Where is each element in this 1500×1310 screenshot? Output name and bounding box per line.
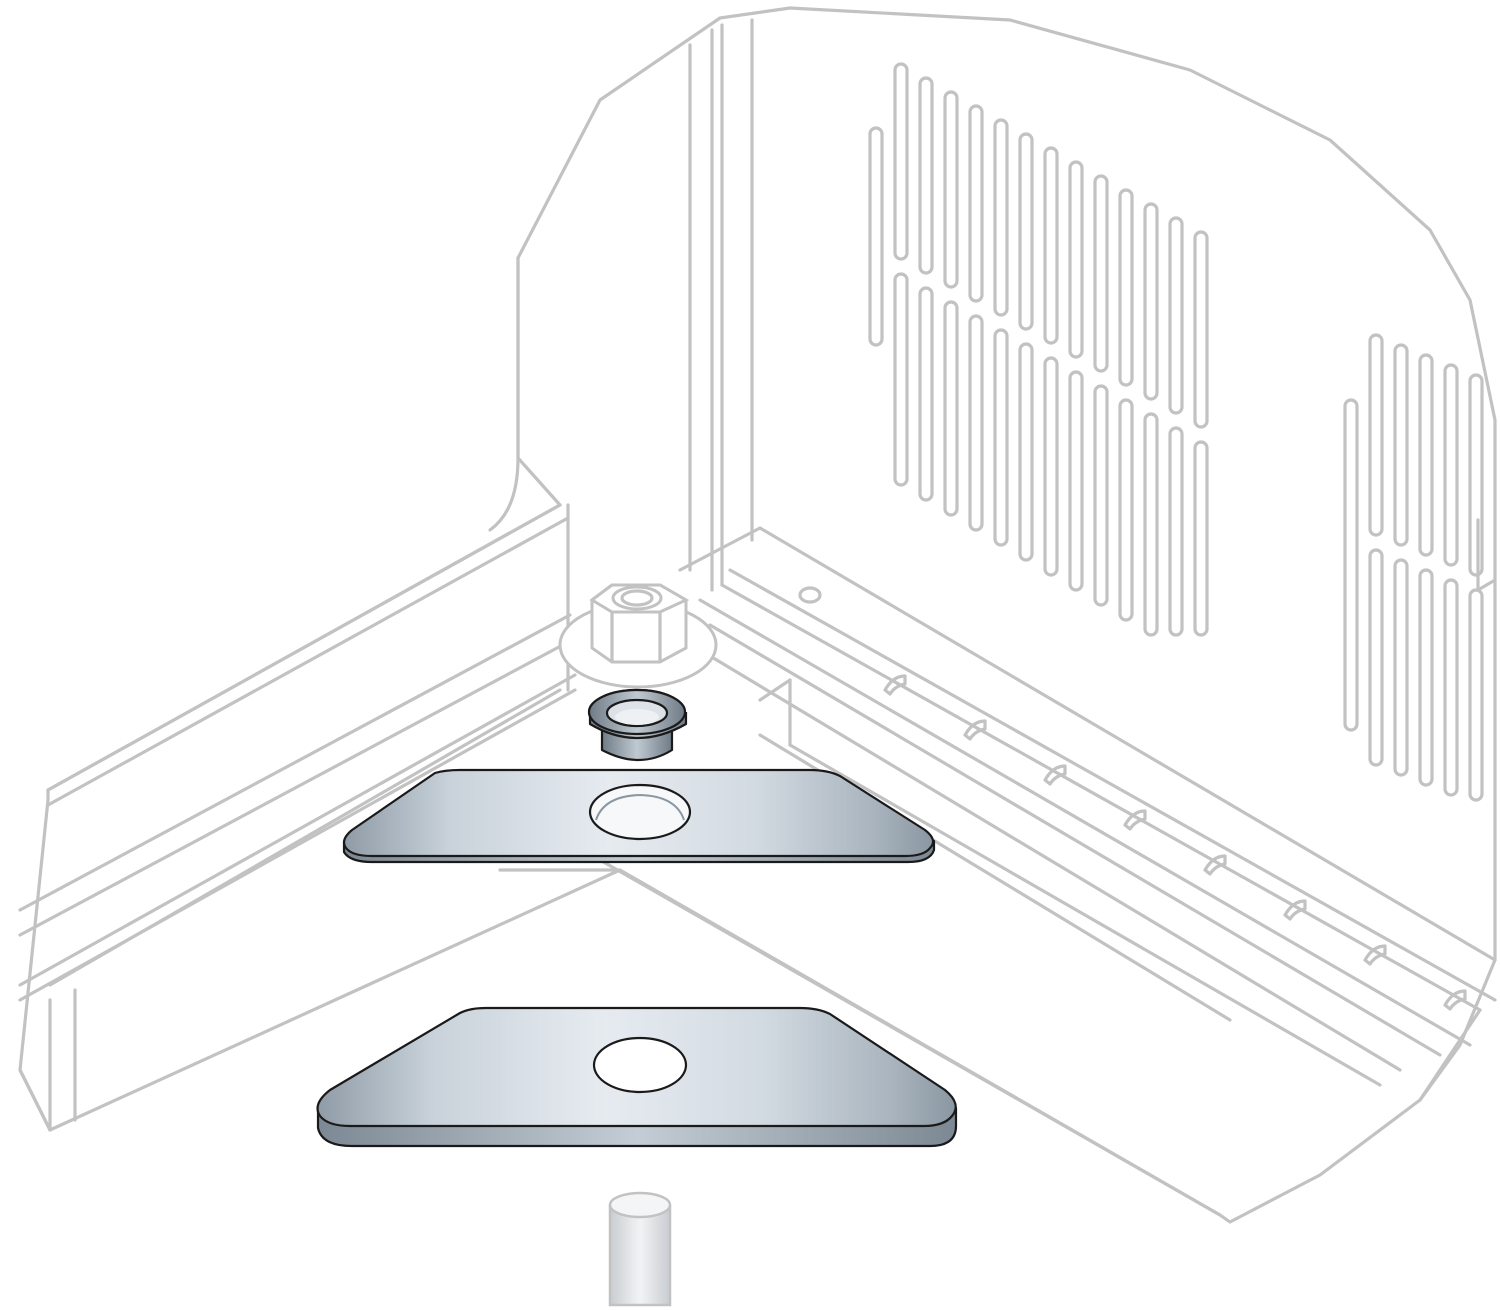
vent-slot-icon bbox=[1193, 230, 1209, 429]
vent-slot-icon bbox=[1068, 370, 1084, 592]
vent-slot-icon bbox=[1193, 440, 1209, 637]
lower-mounting-plate bbox=[316, 1006, 958, 1148]
vent-slot-icon bbox=[1443, 578, 1459, 797]
vent-slot-icon bbox=[1418, 353, 1434, 557]
vent-slots bbox=[868, 62, 1484, 802]
vent-slot-icon bbox=[1018, 342, 1034, 562]
vent-slot-icon bbox=[993, 328, 1009, 547]
rail-slots bbox=[883, 674, 1467, 1011]
vent-slot-icon bbox=[1118, 398, 1134, 622]
vent-slot-icon bbox=[943, 300, 959, 517]
vent-slot-icon bbox=[918, 76, 934, 275]
vent-slot-icon bbox=[1093, 174, 1109, 373]
vent-slot-icon bbox=[868, 126, 884, 347]
vent-slot-icon bbox=[1168, 216, 1184, 415]
cabinet-body bbox=[18, 6, 1497, 1224]
vent-slot-icon bbox=[893, 272, 909, 487]
vent-slot-icon bbox=[1443, 363, 1459, 567]
vent-slot-icon bbox=[1343, 398, 1359, 732]
vent-slot-icon bbox=[1393, 558, 1409, 777]
vent-slot-icon bbox=[1418, 568, 1434, 787]
vent-slot-icon bbox=[1168, 426, 1184, 637]
vent-slot-icon bbox=[918, 286, 934, 502]
upper-mounting-plate bbox=[342, 768, 936, 864]
bushing bbox=[587, 688, 688, 761]
vent-slot-icon bbox=[1468, 588, 1484, 802]
vent-slot-icon bbox=[1143, 202, 1159, 401]
vent-slot-icon bbox=[1093, 384, 1109, 607]
vent-slot-icon bbox=[1468, 373, 1484, 577]
vent-slot-icon bbox=[993, 118, 1009, 317]
vent-slot-icon bbox=[1043, 146, 1059, 345]
vent-slot-icon bbox=[1393, 343, 1409, 547]
vent-slot-icon bbox=[893, 62, 909, 261]
vent-slot-icon bbox=[968, 314, 984, 532]
vent-slot-icon bbox=[1068, 160, 1084, 359]
vent-slot-icon bbox=[1368, 548, 1384, 767]
threaded-stud bbox=[608, 1191, 672, 1307]
vent-slot-icon bbox=[943, 90, 959, 289]
vent-slot-icon bbox=[1118, 188, 1134, 387]
flange-nut bbox=[558, 583, 718, 689]
vent-slot-icon bbox=[968, 104, 984, 303]
vent-slot-icon bbox=[1018, 132, 1034, 331]
vent-slot-icon bbox=[1143, 412, 1159, 637]
vent-slot-icon bbox=[1043, 356, 1059, 577]
vent-slot-icon bbox=[1368, 333, 1384, 537]
